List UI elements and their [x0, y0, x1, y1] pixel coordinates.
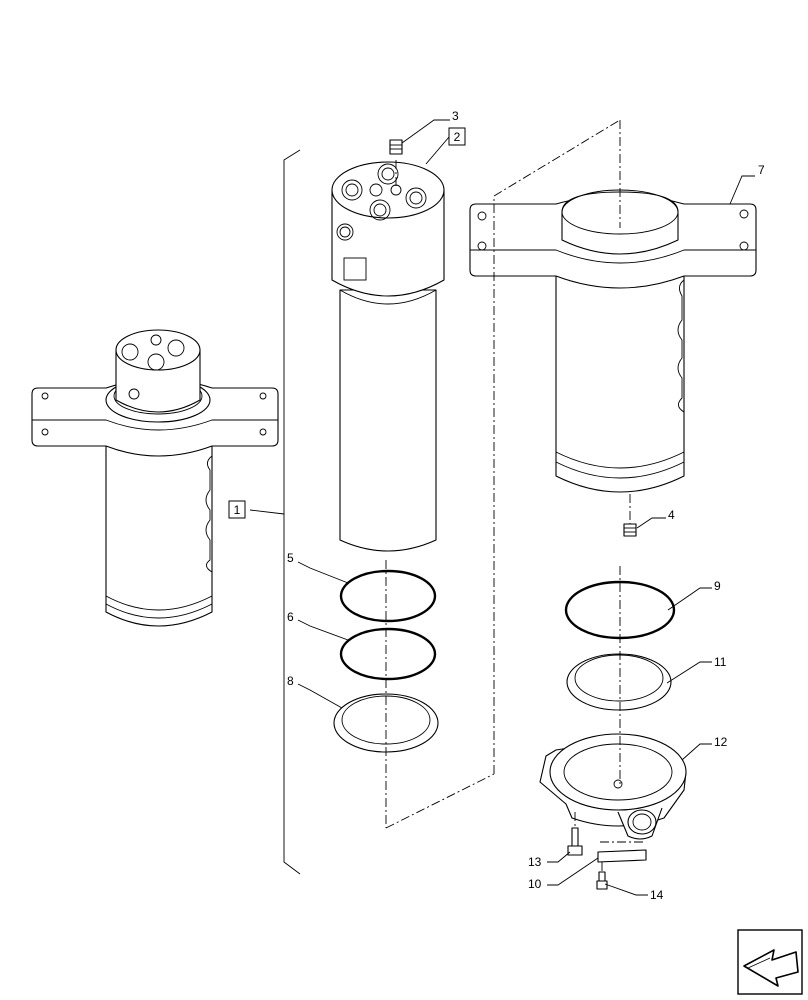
- callout-box-1: [228, 500, 246, 519]
- arrow-icon[interactable]: [737, 929, 803, 995]
- callout-7: 7: [758, 163, 765, 177]
- leader-lines: [297, 119, 755, 896]
- kit-bracket: [283, 149, 301, 875]
- callout-2: 2: [454, 130, 461, 144]
- callout-13: 13: [528, 855, 542, 869]
- callout-4: 4: [668, 508, 675, 522]
- housing-7: [469, 189, 757, 493]
- callout-box-2: [448, 127, 466, 146]
- assembly-overview: [31, 329, 279, 627]
- cover-12: [539, 733, 687, 840]
- callout-labels: 1 2 3 4 5 6 7 8 9 10 11 12 13 14: [228, 109, 765, 902]
- plug-4: [623, 523, 637, 537]
- plug-3: [389, 139, 403, 155]
- callout-6: 6: [287, 610, 294, 624]
- callout-5: 5: [287, 551, 294, 565]
- callout-14: 14: [650, 888, 664, 902]
- callout-10: 10: [528, 877, 542, 891]
- callout-1: 1: [234, 503, 241, 517]
- callout-3: 3: [452, 109, 459, 123]
- callout-8: 8: [287, 674, 294, 688]
- screw-14: [596, 871, 608, 890]
- rotary-joint-core: [331, 161, 445, 552]
- callout-11: 11: [714, 655, 727, 669]
- plate-10: [597, 849, 647, 863]
- centerlines: [385, 119, 644, 872]
- callout-12: 12: [714, 735, 728, 749]
- seal-rings-right: [564, 580, 676, 711]
- callout-9: 9: [714, 579, 721, 593]
- bolt-13: [567, 827, 583, 856]
